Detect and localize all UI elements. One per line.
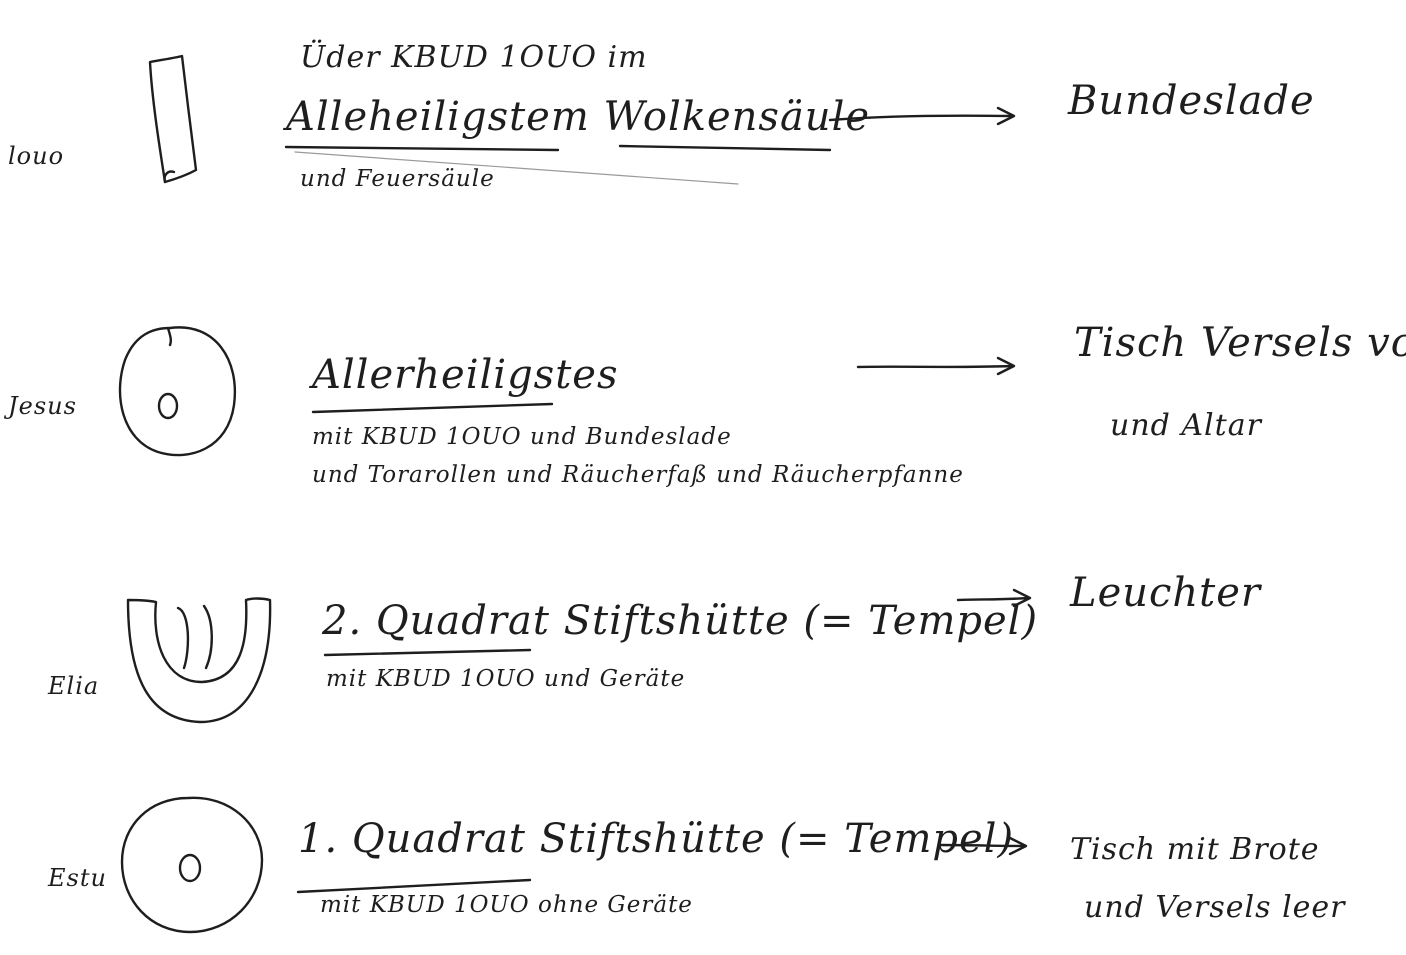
row-title: 2. Quadrat Stiftshütte (= Tempel) — [322, 598, 1039, 644]
row-label: Jesus — [8, 392, 77, 420]
rectangle-symbol — [148, 54, 198, 184]
ring-symbol — [120, 796, 264, 934]
row-result: Leuchter — [1070, 570, 1262, 616]
row-line2: mit KBUD 1OUO und Bundeslade — [312, 424, 732, 450]
row-line2: Alleheiligstem Wolkensäule — [286, 94, 871, 140]
row-label: louo — [8, 142, 65, 170]
row-title: 1. Quadrat Stiftshütte (= Tempel) — [298, 816, 1015, 862]
row-result-line2: und Versels leer — [1084, 890, 1346, 925]
row-result-line2: und Altar — [1110, 408, 1262, 443]
u-symbol — [126, 597, 272, 724]
row-label: Estu — [48, 864, 107, 892]
row-result: Bundeslade — [1068, 78, 1315, 124]
circle-symbol — [118, 326, 237, 457]
row-result: Tisch mit Brote — [1070, 832, 1320, 867]
row-title: Allerheiligstes — [312, 352, 619, 398]
row-line3: und Torarollen und Räucherfaß und Räuche… — [312, 462, 964, 488]
row-title: Üder KBUD 1OUO im — [300, 40, 648, 75]
row-line2: mit KBUD 1OUO ohne Geräte — [320, 892, 693, 918]
row-label: Elia — [48, 672, 100, 700]
row-line3: und Feuersäule — [300, 166, 495, 192]
row-line2: mit KBUD 1OUO und Geräte — [326, 666, 686, 692]
row-result: Tisch Versels voll — [1074, 320, 1406, 366]
